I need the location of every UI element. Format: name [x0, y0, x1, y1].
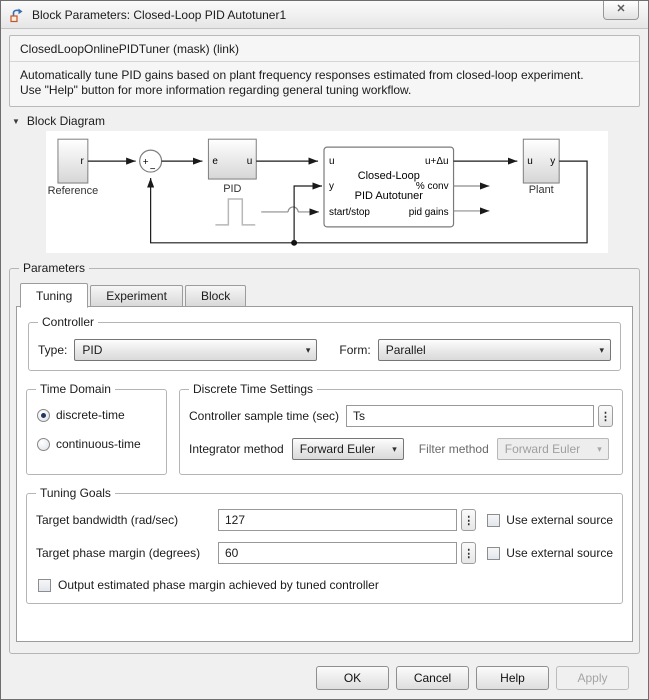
plant-label: Plant	[529, 184, 554, 196]
target-phase-margin-label: Target phase margin (degrees)	[36, 546, 201, 560]
tuning-goals-group: Tuning Goals Target bandwidth (rad/sec) …	[26, 486, 623, 604]
tuner-out-conv-label: % conv	[416, 181, 449, 192]
mask-description: Automatically tune PID gains based on pl…	[10, 62, 639, 106]
filter-method-dropdown: Forward Euler ▾	[496, 438, 609, 460]
parameters-header: Parameters	[19, 261, 90, 275]
target-phase-margin-input[interactable]	[218, 542, 458, 564]
param-menu-icon: ⋮	[600, 410, 611, 423]
sum-minus-sign: −	[150, 164, 156, 175]
pulse-signal-icon	[215, 198, 256, 226]
target-bandwidth-label: Target bandwidth (rad/sec)	[36, 513, 179, 527]
controller-form-dropdown[interactable]: Parallel ▾	[377, 339, 611, 361]
pid-out-port-label: u	[247, 156, 253, 167]
tab-bar: Tuning Experiment Block	[20, 282, 639, 308]
tuner-in-startstop-label: start/stop	[329, 207, 370, 218]
time-domain-group: Time Domain discrete-time continuous-tim…	[26, 382, 167, 475]
checkbox-icon	[487, 513, 501, 527]
reference-block	[57, 138, 89, 184]
close-icon: ✕	[616, 3, 626, 15]
title-bar[interactable]: Block Parameters: Closed-Loop PID Autotu…	[1, 1, 648, 29]
mask-description-panel: ClosedLoopOnlinePIDTuner (mask) (link) A…	[9, 35, 640, 107]
line-hop	[287, 206, 299, 213]
sum-plus-sign: +	[143, 157, 149, 168]
apply-button: Apply	[556, 666, 629, 690]
bandwidth-param-menu-button[interactable]: ⋮	[461, 509, 477, 531]
close-button[interactable]: ✕	[603, 1, 639, 20]
mask-description-line: Automatically tune PID gains based on pl…	[20, 68, 584, 82]
param-menu-icon: ⋮	[463, 514, 475, 527]
block-diagram-header: Block Diagram	[26, 114, 105, 128]
time-domain-header: Time Domain	[36, 382, 115, 396]
cancel-button[interactable]: Cancel	[396, 666, 469, 690]
dialog-body: ClosedLoopOnlinePIDTuner (mask) (link) A…	[1, 29, 648, 699]
tab-block[interactable]: Block	[184, 285, 247, 307]
y-branch-line	[293, 182, 323, 243]
feedback-line	[147, 160, 588, 244]
tuner-in-u-label: u	[329, 156, 335, 167]
block-diagram-svg: r Reference + − e u PID	[48, 138, 588, 246]
mask-title: ClosedLoopOnlinePIDTuner (mask) (link)	[10, 36, 639, 62]
reference-out-port-label: r	[81, 156, 85, 167]
filter-method-label: Filter method	[418, 442, 489, 456]
simulink-block-icon	[10, 8, 23, 22]
target-bandwidth-row: Target bandwidth (rad/sec) ⋮ Use externa…	[36, 509, 613, 531]
block-diagram-canvas: r Reference + − e u PID	[46, 131, 608, 253]
controller-type-dropdown[interactable]: PID ▾	[74, 339, 318, 361]
collapse-arrow-icon: ▼	[12, 116, 20, 126]
tuner-out-udelta-label: u+Δu	[425, 156, 449, 167]
phase-margin-external-source-option[interactable]: Use external source	[487, 546, 613, 560]
chevron-down-icon: ▾	[597, 443, 602, 454]
help-button[interactable]: Help	[476, 666, 549, 690]
target-phase-margin-row: Target phase margin (degrees) ⋮ Use exte…	[36, 542, 613, 564]
branch-dot	[291, 239, 298, 246]
sample-time-input[interactable]	[346, 405, 594, 427]
plant-block	[522, 138, 560, 184]
controller-header: Controller	[38, 315, 99, 329]
param-menu-icon: ⋮	[463, 547, 475, 560]
dialog-footer: OK Cancel Help Apply	[9, 654, 640, 690]
tuning-goals-header: Tuning Goals	[36, 486, 115, 500]
target-bandwidth-input[interactable]	[218, 509, 458, 531]
controller-group: Controller Type: PID ▾ Form: Parallel ▾	[28, 315, 621, 371]
autotuner-block	[323, 146, 455, 228]
tab-tuning[interactable]: Tuning	[20, 283, 89, 308]
checkbox-icon	[38, 578, 51, 592]
form-label: Form:	[339, 343, 371, 357]
sample-time-param-menu-button[interactable]: ⋮	[598, 405, 613, 427]
tuner-out-gains-label: pid gains	[409, 207, 449, 218]
tuner-title-line2: PID Autotuner	[355, 190, 424, 202]
reference-label: Reference	[48, 185, 99, 197]
checkbox-icon	[487, 546, 501, 560]
plant-in-port-label: u	[527, 156, 533, 167]
integrator-method-label: Integrator method	[189, 442, 284, 456]
integrator-method-dropdown[interactable]: Forward Euler ▾	[291, 438, 404, 460]
ok-button[interactable]: OK	[316, 666, 389, 690]
chevron-down-icon: ▾	[392, 443, 397, 454]
chevron-down-icon: ▾	[599, 344, 604, 355]
discrete-time-settings-header: Discrete Time Settings	[189, 382, 318, 396]
chevron-down-icon: ▾	[305, 344, 311, 355]
mask-description-line: Use "Help" button for more information r…	[20, 83, 412, 97]
phase-margin-param-menu-button[interactable]: ⋮	[461, 542, 477, 564]
pid-block	[207, 138, 257, 180]
tuner-in-y-label: y	[329, 181, 334, 192]
tuner-title-line1: Closed-Loop	[358, 170, 420, 182]
plant-out-port-label: y	[550, 156, 555, 167]
tab-experiment[interactable]: Experiment	[90, 285, 183, 307]
pid-in-port-label: e	[212, 156, 218, 167]
tuning-tab-panel: Controller Type: PID ▾ Form: Parallel ▾	[16, 306, 633, 642]
output-phase-margin-option[interactable]: Output estimated phase margin achieved b…	[38, 578, 613, 592]
radio-continuous-time[interactable]: continuous-time	[37, 437, 156, 451]
discrete-time-settings-group: Discrete Time Settings Controller sample…	[179, 382, 623, 475]
radio-discrete-time[interactable]: discrete-time	[37, 408, 156, 422]
window-title: Block Parameters: Closed-Loop PID Autotu…	[32, 7, 287, 22]
block-diagram-toggle[interactable]: ▼ Block Diagram	[12, 114, 640, 128]
parameters-group: Parameters Tuning Experiment Block Contr…	[9, 261, 640, 654]
bandwidth-external-source-option[interactable]: Use external source	[487, 513, 613, 527]
radio-icon	[37, 408, 50, 422]
radio-icon	[37, 437, 50, 451]
sample-time-label: Controller sample time (sec)	[189, 409, 340, 423]
pid-label: PID	[223, 183, 241, 195]
type-label: Type:	[38, 343, 68, 357]
